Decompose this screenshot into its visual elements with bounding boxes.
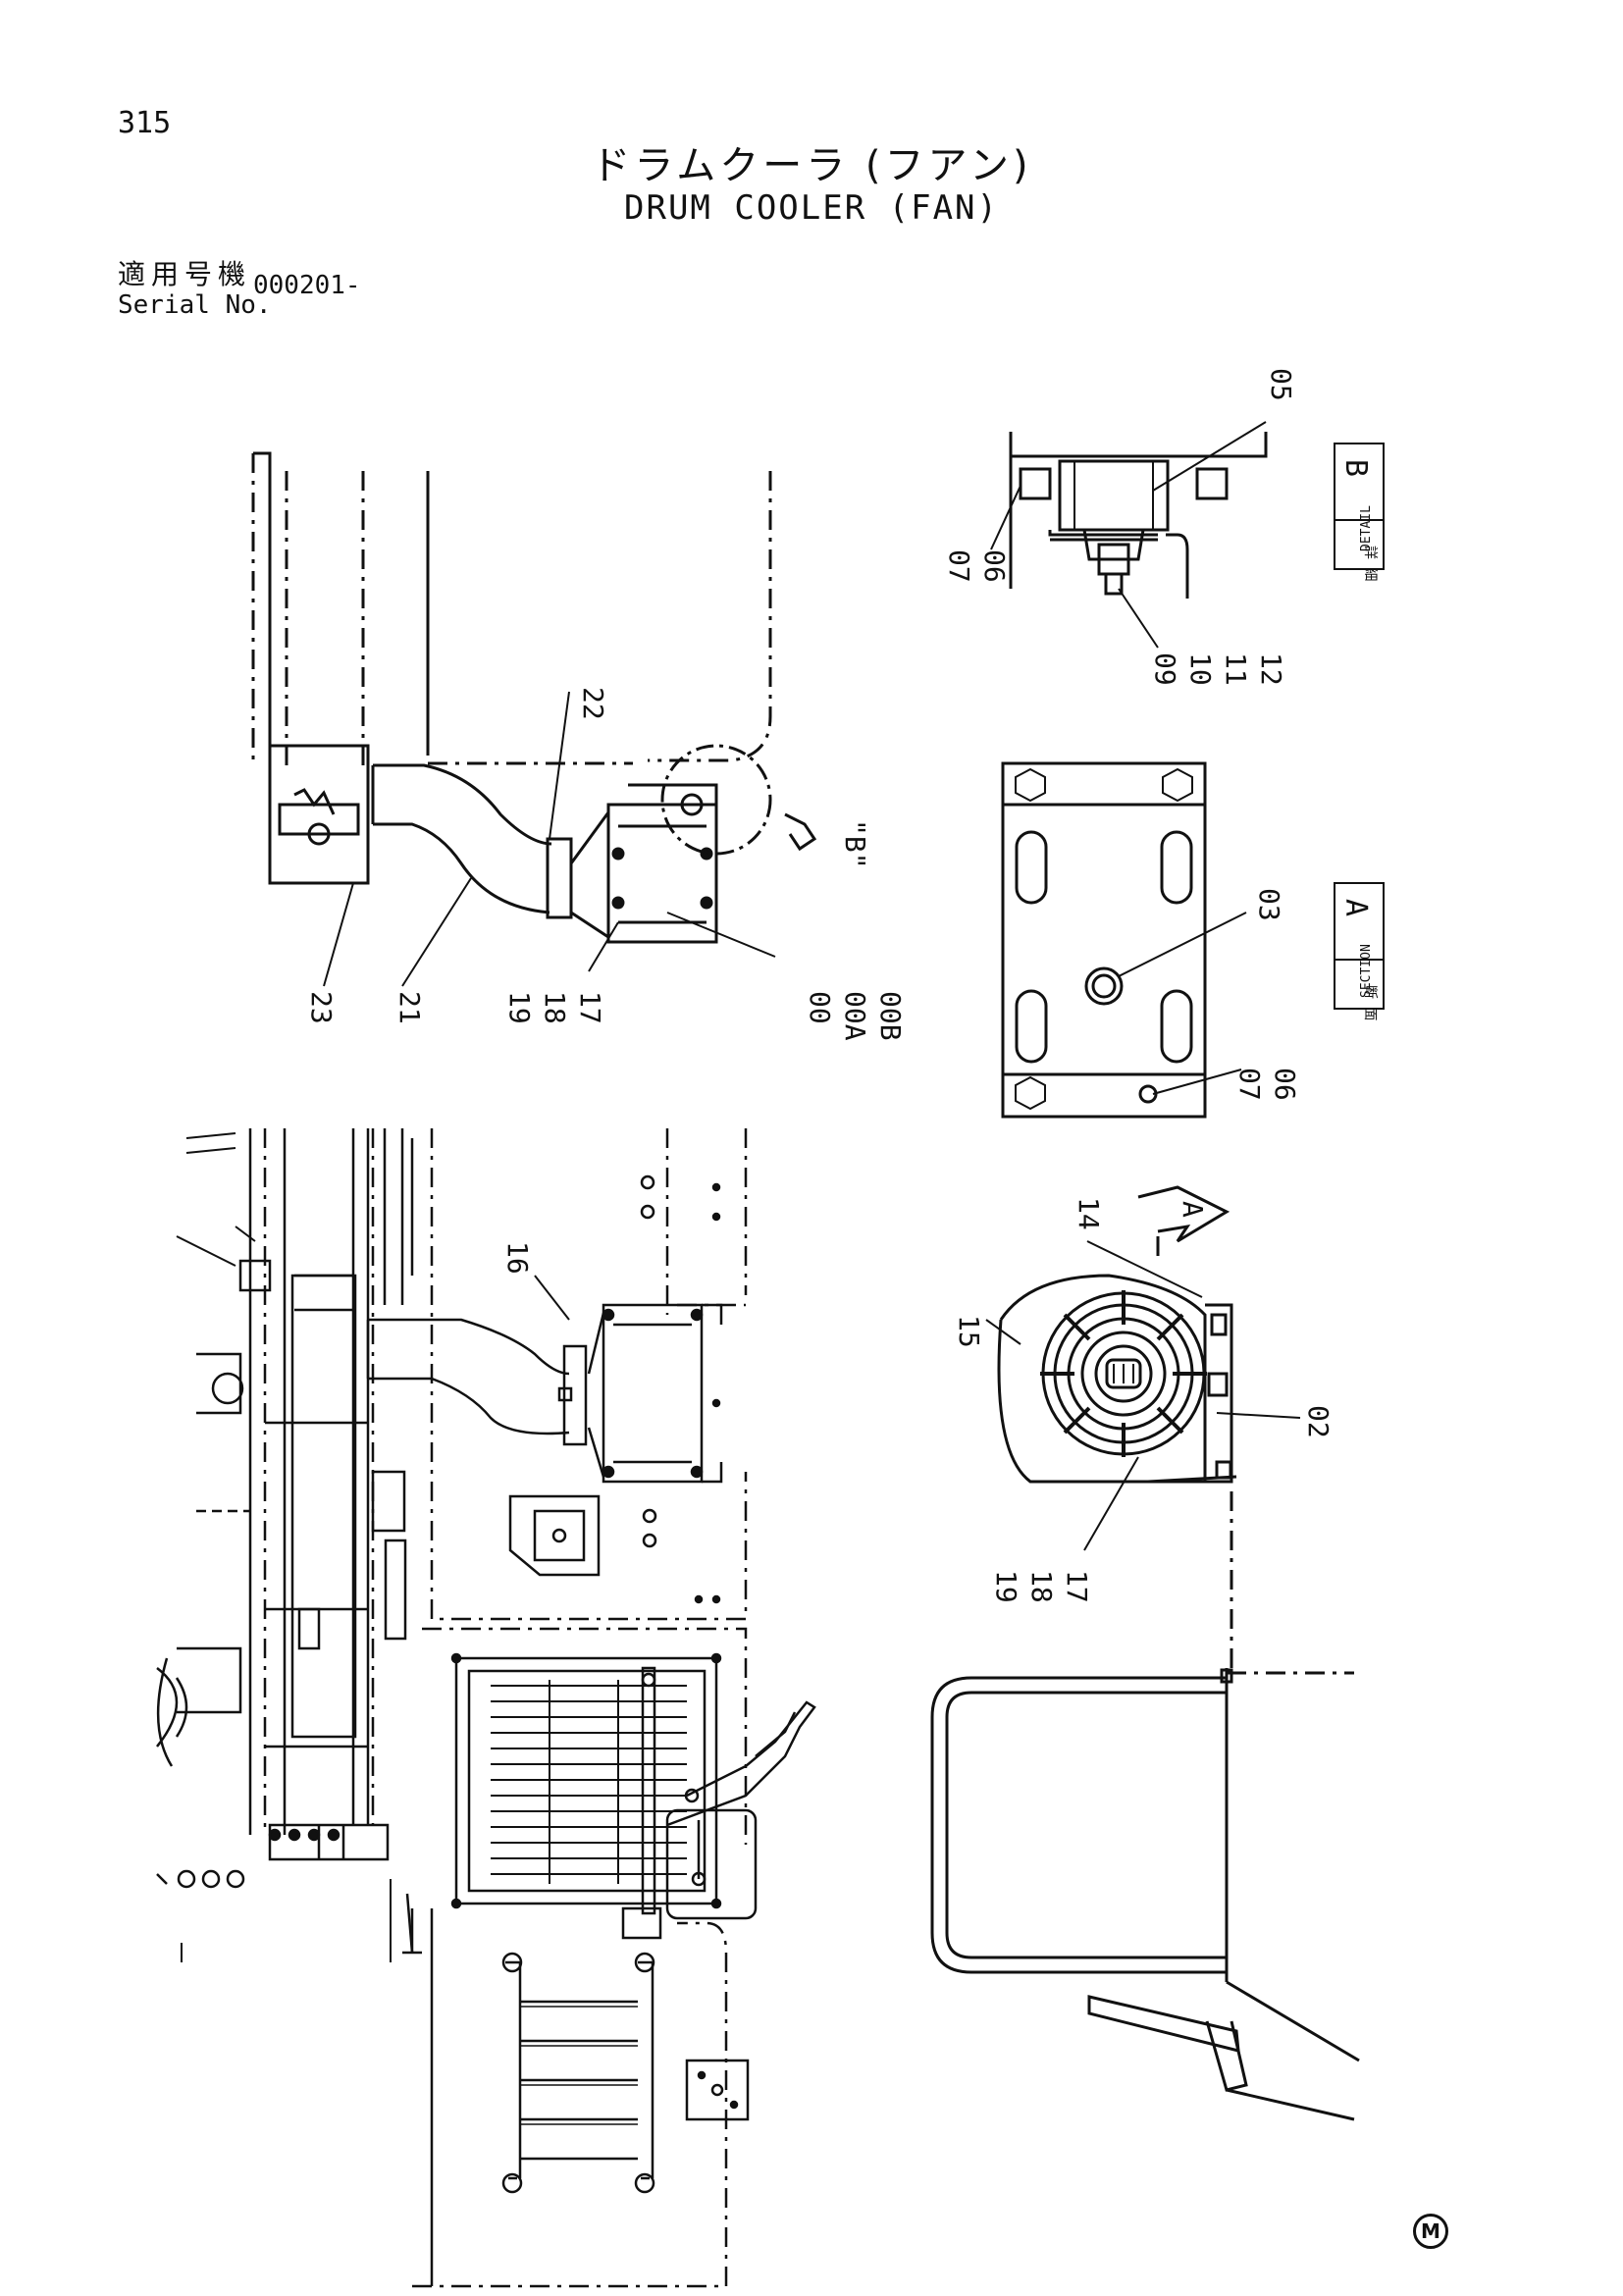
view-b-label: "B" [839, 819, 871, 869]
section-a-view [1001, 761, 1247, 1119]
callout-18: 18 [1025, 1570, 1058, 1603]
fan-front-view [985, 1185, 1354, 1688]
svg-text:詳 細: 詳 細 [1362, 546, 1378, 581]
callout-17: 17 [574, 991, 606, 1024]
duct-assembly-view [251, 451, 817, 987]
callout-15: 15 [953, 1315, 985, 1348]
page-title-japanese: ドラムクーラ (フアン) [591, 143, 1032, 188]
svg-text:A: A [1338, 899, 1373, 916]
callout-19: 19 [990, 1570, 1022, 1603]
callout-19: 19 [503, 991, 536, 1024]
callout-14: 14 [1073, 1197, 1105, 1230]
callout-05: 05 [1265, 368, 1297, 401]
callout-00b: 00B [874, 991, 907, 1041]
handrail-view [930, 1668, 1360, 2121]
page-title-english: DRUM COOLER (FAN) [624, 188, 999, 228]
page-number: 315 [118, 106, 172, 140]
serial-label-japanese: 適用号機 [118, 258, 252, 290]
detail-b-view [990, 421, 1268, 649]
callout-22: 22 [577, 687, 609, 720]
callout-10: 10 [1184, 652, 1217, 686]
callout-06: 06 [978, 549, 1011, 583]
callout-07: 07 [1233, 1068, 1266, 1101]
machine-layout-view [156, 1128, 816, 2288]
manufacturer-mark: M [1413, 2214, 1448, 2249]
callout-21: 21 [393, 991, 426, 1024]
serial-label-english: Serial No. [118, 290, 272, 320]
callout-18: 18 [539, 991, 571, 1024]
svg-text:DETAIL: DETAIL [1359, 505, 1374, 551]
detail-b-label: 詳 細 DETAIL B [1334, 443, 1385, 581]
callout-00a: 00A [839, 991, 871, 1041]
callout-11: 11 [1220, 652, 1252, 686]
callout-17: 17 [1061, 1570, 1093, 1603]
callout-16: 16 [501, 1241, 534, 1275]
svg-text:B: B [1338, 459, 1373, 477]
callout-00: 00 [804, 991, 836, 1024]
serial-number-value: 000201- [253, 271, 361, 300]
section-a-label: 断 面 SECTION A [1334, 882, 1385, 1020]
callout-03: 03 [1253, 888, 1285, 921]
callout-06: 06 [1269, 1068, 1301, 1101]
callout-09: 09 [1149, 652, 1181, 686]
view-a-label: A [1177, 1201, 1209, 1218]
svg-text:SECTION: SECTION [1359, 944, 1374, 998]
callout-12: 12 [1255, 652, 1287, 686]
callout-23: 23 [305, 991, 338, 1024]
callout-07: 07 [943, 549, 975, 583]
svg-text:断 面: 断 面 [1362, 985, 1378, 1020]
callout-02: 02 [1302, 1405, 1335, 1438]
